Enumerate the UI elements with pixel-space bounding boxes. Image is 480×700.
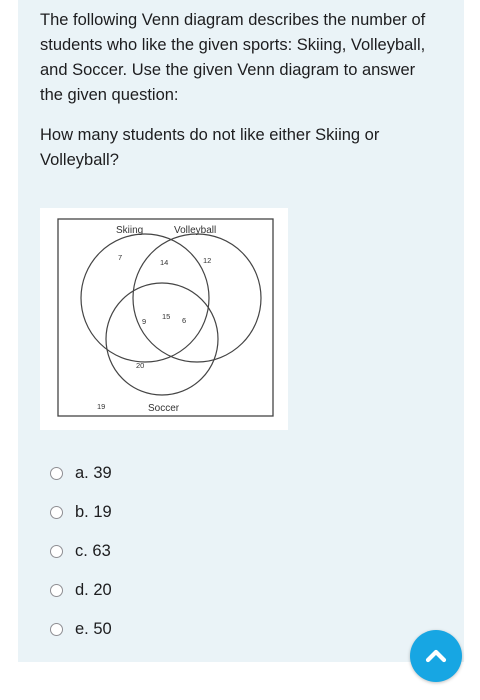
- option-b[interactable]: b. 19: [50, 493, 350, 532]
- volleyball-label: Volleyball: [174, 225, 216, 236]
- radio-button[interactable]: [50, 467, 63, 480]
- question-text: The following Venn diagram describes the…: [40, 8, 440, 188]
- chevron-up-icon: [425, 649, 447, 663]
- question-prompt: How many students do not like either Ski…: [40, 126, 380, 169]
- region-skiing-volleyball: 14: [160, 258, 168, 267]
- region-volleyball-only: 12: [203, 256, 211, 265]
- universal-set-box: [57, 218, 274, 417]
- skiing-circle: [80, 233, 210, 363]
- region-soccer-only: 20: [136, 361, 144, 370]
- radio-button[interactable]: [50, 545, 63, 558]
- option-d[interactable]: d. 20: [50, 571, 350, 610]
- soccer-circle: [105, 282, 219, 396]
- option-label: c. 63: [75, 542, 111, 560]
- volleyball-circle: [132, 233, 262, 363]
- radio-button[interactable]: [50, 623, 63, 636]
- option-label: d. 20: [75, 581, 112, 599]
- option-label: b. 19: [75, 503, 112, 521]
- answer-options: a. 39 b. 19 c. 63 d. 20 e. 50: [50, 454, 350, 649]
- region-skiing-only: 7: [118, 253, 122, 262]
- venn-diagram-svg: Skiing Volleyball Soccer 7 14 12 15 9 6 …: [57, 218, 274, 417]
- region-all-three: 15: [162, 312, 170, 321]
- region-skiing-soccer: 9: [142, 317, 146, 326]
- radio-button[interactable]: [50, 584, 63, 597]
- region-outside: 19: [97, 402, 105, 411]
- region-volleyball-soccer: 6: [182, 316, 186, 325]
- option-e[interactable]: e. 50: [50, 610, 350, 649]
- soccer-label: Soccer: [148, 403, 180, 414]
- venn-diagram: Skiing Volleyball Soccer 7 14 12 15 9 6 …: [40, 208, 288, 430]
- option-label: a. 39: [75, 464, 112, 482]
- option-c[interactable]: c. 63: [50, 532, 350, 571]
- question-intro: The following Venn diagram describes the…: [40, 11, 426, 104]
- option-label: e. 50: [75, 620, 112, 638]
- option-a[interactable]: a. 39: [50, 454, 350, 493]
- radio-button[interactable]: [50, 506, 63, 519]
- skiing-label: Skiing: [116, 225, 143, 236]
- scroll-to-top-button[interactable]: [410, 630, 462, 682]
